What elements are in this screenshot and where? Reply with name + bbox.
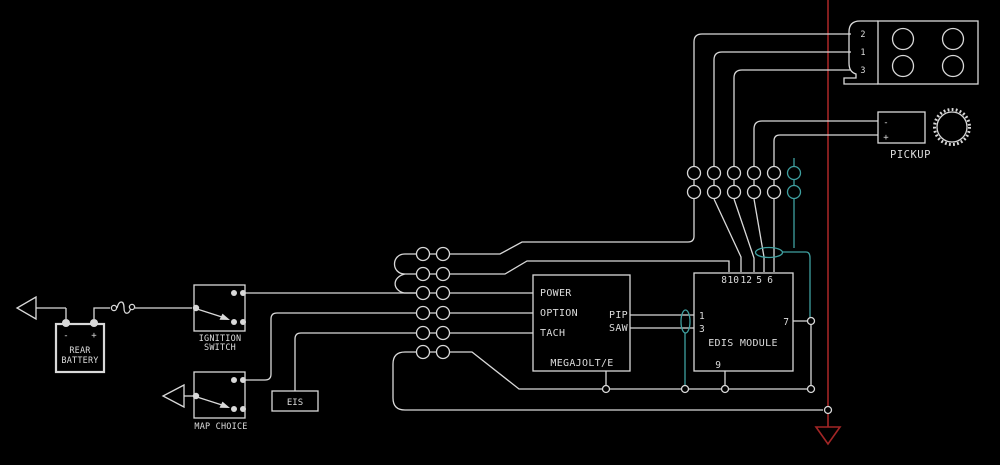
eis-tach-wire [294, 332, 416, 391]
vr-minus-wire [753, 198, 765, 272]
megajolt-box [532, 274, 631, 372]
coil-12v-wire [450, 199, 695, 255]
battery-feed-wires [36, 301, 192, 319]
map-choice-input-terminal [192, 392, 200, 400]
edis-top-pin-10: 10 [728, 275, 740, 286]
megajolt-label: MEGAJOLT/E [550, 358, 613, 369]
battery-pos-terminal [90, 319, 98, 327]
coil-tower [891, 54, 915, 78]
map-choice-switch: MAP CHOICE [161, 371, 247, 432]
pickup-neg-label: - [883, 118, 888, 128]
battery-label-line2: BATTERY [61, 356, 98, 366]
coil-pin-1-label: 1 [860, 48, 865, 58]
edis-top-pin-6: 6 [767, 275, 773, 286]
edis-pin-fanout-wires [713, 198, 811, 317]
megajolt-pin-pip: PIP [609, 310, 628, 321]
map-choice-lever-arrow [219, 401, 230, 408]
edis-pin7-wire [793, 320, 812, 385]
eis-unit: EIS [271, 390, 319, 412]
coil-b-wire [733, 198, 755, 272]
edis-left-pin-1: 1 [699, 311, 705, 322]
edis-bottom-pin-9: 9 [715, 360, 721, 371]
coil-pack: 2 1 3 [693, 20, 979, 166]
megajolt-pin-tach: TACH [540, 328, 565, 339]
shield-pass-through-pins [786, 158, 802, 200]
chassis-arrow-icon [15, 295, 37, 321]
rail-junction [823, 405, 833, 415]
ground-bus-wire [450, 351, 807, 390]
trigger-wheel-icon [933, 108, 971, 146]
harness-connector-engine [686, 158, 802, 200]
coil-pin-3-label: 3 [860, 66, 865, 76]
megajolt-pin-option: OPTION [540, 308, 578, 319]
fuse-icon [110, 301, 136, 314]
coil-pack-box [877, 20, 979, 85]
map-choice-lever [196, 396, 223, 406]
battery-neg-terminal [62, 319, 70, 327]
coil-wire-2 [693, 33, 851, 166]
edis-top-pin-8: 8 [721, 275, 727, 286]
ignition-switch-input-terminal [192, 304, 200, 312]
battery-pos-wire [93, 307, 110, 319]
ground-rail [814, 0, 842, 446]
megajolt-module: POWER OPTION TACH PIP SAW MEGAJOLT/E [532, 274, 631, 372]
vr-shield-drain [782, 199, 811, 317]
harness-connector-main [415, 246, 451, 360]
pickup-pos-wire [773, 134, 878, 166]
coil-tower [941, 54, 965, 78]
megajolt-pin-saw: SAW [609, 323, 629, 334]
coil-wire-3 [733, 69, 851, 166]
vr-shield-icon [754, 246, 784, 259]
coil-wire-1 [713, 51, 851, 166]
pip-saw-shield-icon [680, 309, 691, 334]
battery-pos-label: + [91, 331, 97, 341]
ignition-switch: IGNITION SWITCH [192, 284, 246, 353]
coil-tower [891, 27, 915, 51]
edis-right-pin-7: 7 [783, 317, 789, 328]
ignition-switch-label-line2: SWITCH [204, 343, 236, 353]
rear-battery: - + REAR BATTERY [54, 319, 106, 374]
coil-tower [941, 27, 965, 51]
ground-return-wire [392, 351, 823, 411]
edis-box [693, 272, 794, 372]
ignition-switch-label-line1: IGNITION [199, 334, 242, 344]
pickup-box [877, 111, 926, 144]
edis-top-pin-12: 12 [741, 275, 752, 286]
ignition-switch-lever-arrow [219, 313, 230, 320]
edis-left-pin-3: 3 [699, 324, 705, 335]
battery-neg-label: - [63, 331, 68, 341]
map-choice-box [193, 371, 246, 419]
ignition-switch-box [193, 284, 246, 332]
pickup-pos-label: + [883, 133, 889, 143]
pin7-junction [806, 316, 816, 326]
map-choice-label: MAP CHOICE [194, 422, 247, 432]
megajolt-pin-power: POWER [540, 288, 572, 299]
vr-pickup: - + PICKUP [753, 108, 971, 166]
battery-label-line1: REAR [69, 346, 91, 356]
edis-module: 8 10 12 5 6 1 3 7 9 EDIS MODULE [693, 272, 794, 372]
clean-ground-bus [450, 316, 816, 394]
battery-box [54, 322, 106, 374]
edis-12v-wire [450, 260, 730, 275]
battery-neg-wire [36, 307, 67, 319]
ignition-12v-tie-wire [393, 253, 416, 294]
chassis-ground-return [392, 351, 833, 415]
pickup-label: PICKUP [890, 149, 931, 161]
edis-label: EDIS MODULE [708, 338, 778, 349]
ignition-switch-lever [196, 308, 223, 318]
eis-label: EIS [287, 398, 303, 408]
ground-symbol-icon [814, 426, 842, 446]
edis-top-pin-5: 5 [756, 275, 762, 286]
map-arrow-icon [161, 383, 185, 409]
coil-pin-2-label: 2 [860, 30, 865, 40]
coil-a-wire [713, 198, 742, 272]
coil-connector-body [843, 20, 878, 85]
pickup-neg-wire [753, 120, 878, 166]
pip-saw-wires [630, 309, 694, 385]
map-option-wire [246, 312, 416, 381]
